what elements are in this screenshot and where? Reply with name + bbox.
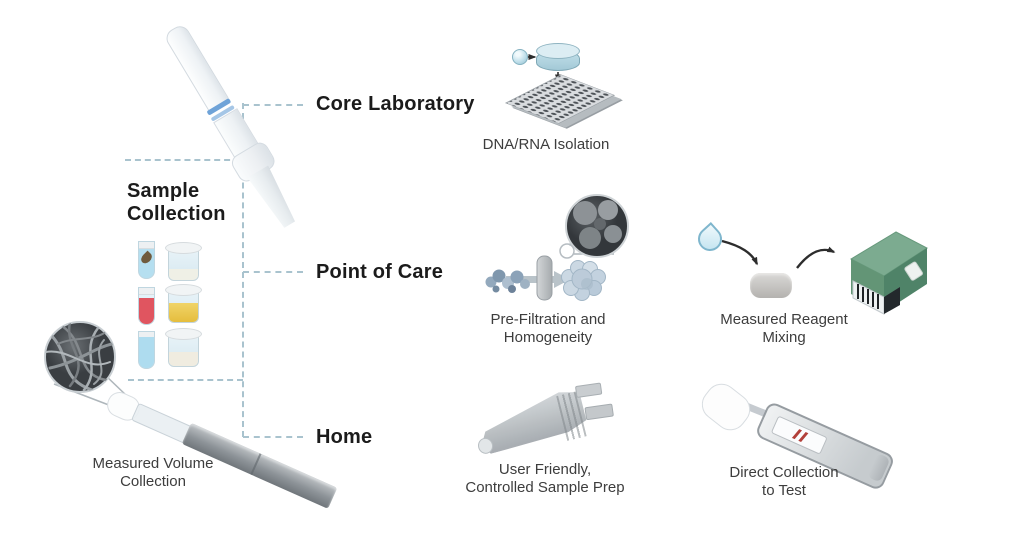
blood-tube-icon <box>138 287 155 325</box>
caption-reagent-mixing: Measured Reagent Mixing <box>684 311 884 348</box>
label-core-laboratory: Core Laboratory <box>316 93 475 115</box>
label-sample-collection: Sample Collection <box>127 180 226 225</box>
prep-nozzle <box>574 382 603 399</box>
blood-fill <box>139 298 154 324</box>
label-point-of-care: Point of Care <box>316 261 444 283</box>
caption-direct-collection: Direct Collection to Test <box>684 464 884 501</box>
caption-line: Homogeneity <box>503 329 593 347</box>
caption-line: Measured Volume <box>92 455 214 472</box>
dashed-connector-sample-bottom <box>128 379 243 381</box>
urine-fill <box>169 302 198 322</box>
dashed-connector-poc <box>243 271 303 273</box>
stool-drop <box>139 250 154 266</box>
dashed-connector-core <box>243 104 303 106</box>
cup-fill <box>169 269 198 280</box>
reagent-tablet-graphic <box>750 273 792 298</box>
cup-lid <box>165 242 202 254</box>
caption-dna-rna-isolation: DNA/RNA Isolation <box>446 136 646 154</box>
dashed-connector-vertical <box>242 103 244 437</box>
cup-lid <box>165 328 202 340</box>
caption-line: Direct Collection <box>729 464 839 481</box>
caption-line: User Friendly, <box>498 461 592 478</box>
cup-lid <box>165 284 202 296</box>
pre-filtration-graphic <box>485 194 629 301</box>
label-home: Home <box>316 426 373 448</box>
caption-line: Measured Reagent <box>720 311 848 328</box>
bead-icon <box>512 49 528 65</box>
caption-line: Collection <box>120 473 186 491</box>
caption-pre-filtration: Pre-Filtration and Homogeneity <box>448 311 648 348</box>
caption-line: Mixing <box>762 329 806 347</box>
saliva-tube-icon <box>138 331 155 369</box>
stool-tube-icon <box>138 241 155 279</box>
caption-line: DNA/RNA Isolation <box>482 136 610 153</box>
saliva-fill <box>139 337 154 368</box>
green-reagent-device <box>849 231 928 315</box>
caption-user-friendly: User Friendly, Controlled Sample Prep <box>445 461 645 498</box>
dashed-connector-sample-top <box>125 159 240 161</box>
result-line <box>798 431 808 442</box>
caption-line: to Test <box>762 482 806 500</box>
dashed-connector-home <box>243 436 303 438</box>
caption-line: Controlled Sample Prep <box>465 479 625 497</box>
caption-line: Pre-Filtration and <box>490 311 606 328</box>
prep-nozzle <box>584 403 614 421</box>
cup-fill <box>169 352 198 366</box>
caption-measured-volume: Measured Volume Collection <box>53 455 253 492</box>
reservoir-cylinder-icon <box>535 43 580 71</box>
